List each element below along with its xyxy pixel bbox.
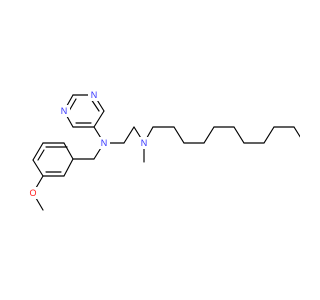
bond — [37, 149, 45, 161]
atom-bg — [58, 105, 70, 117]
atom-label-n-pyr-1: N — [91, 90, 98, 100]
atom-label-n-amine-2: N — [141, 138, 148, 148]
atom-label-o-methoxy: O — [29, 188, 36, 198]
molecule-canvas: N N N N O — [27, 89, 300, 211]
bond — [93, 110, 105, 128]
bond — [63, 142, 74, 160]
methoxybenzyl-group — [32, 142, 105, 211]
bond — [68, 98, 77, 112]
hexadecyl-chain — [143, 126, 300, 144]
alkyl-chain — [143, 126, 300, 144]
bond — [63, 158, 74, 177]
bond — [32, 159, 44, 177]
bond — [123, 126, 135, 144]
atom-bg — [88, 89, 100, 101]
atom-bg — [138, 137, 150, 149]
atom-label-n-pyr-2: N — [61, 106, 68, 116]
atom-bg — [27, 187, 39, 199]
atom-bg — [98, 137, 110, 149]
bond — [32, 142, 44, 161]
structure-diagram: N N N N O — [27, 89, 300, 211]
atom-labels: N N N N O — [27, 89, 150, 199]
atom-label-n-amine-1: N — [101, 138, 108, 148]
